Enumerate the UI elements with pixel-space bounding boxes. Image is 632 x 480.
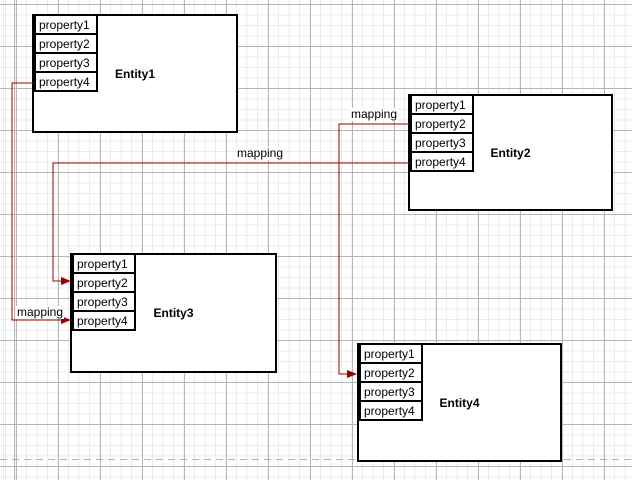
entity-title: Entity1 [114, 66, 155, 81]
mapping-connector-entity1-entity3[interactable] [11, 82, 71, 324]
property-cell[interactable]: property4 [72, 310, 136, 331]
property-list: property1 property2 property3 property4 [410, 94, 474, 172]
property-cell[interactable]: property4 [34, 71, 98, 92]
entity-title: Entity4 [439, 395, 480, 410]
entity-box-entity3[interactable]: Entity3 property1 property2 property3 pr… [70, 253, 277, 373]
mapping-connector-entity2-entity4[interactable] [338, 123, 410, 378]
property-cell[interactable]: property4 [410, 151, 474, 172]
page-break-line [0, 459, 632, 460]
entity-title: Entity2 [490, 145, 531, 160]
entity-box-entity4[interactable]: Entity4 property1 property2 property3 pr… [357, 343, 562, 462]
mapping-connector-entity2-entity3[interactable] [52, 162, 410, 285]
property-cell[interactable]: property4 [359, 400, 423, 421]
entity-title: Entity3 [153, 306, 194, 320]
property-list: property1 property2 property3 property4 [34, 14, 98, 92]
connector-label-mapping-1: mapping [16, 305, 65, 319]
property-list: property1 property2 property3 property4 [72, 253, 136, 331]
property-cell[interactable]: property2 [72, 272, 136, 293]
property-list: property1 property2 property3 property4 [359, 343, 423, 421]
entity-box-entity2[interactable]: Entity2 property1 property2 property3 pr… [408, 94, 613, 211]
property-cell[interactable]: property2 [410, 113, 474, 134]
entity-box-entity1[interactable]: Entity1 property1 property2 property3 pr… [32, 14, 238, 133]
property-cell[interactable]: property3 [72, 291, 136, 312]
connector-label-mapping-2: mapping [236, 146, 285, 160]
connector-label-mapping-3: mapping [350, 107, 399, 121]
